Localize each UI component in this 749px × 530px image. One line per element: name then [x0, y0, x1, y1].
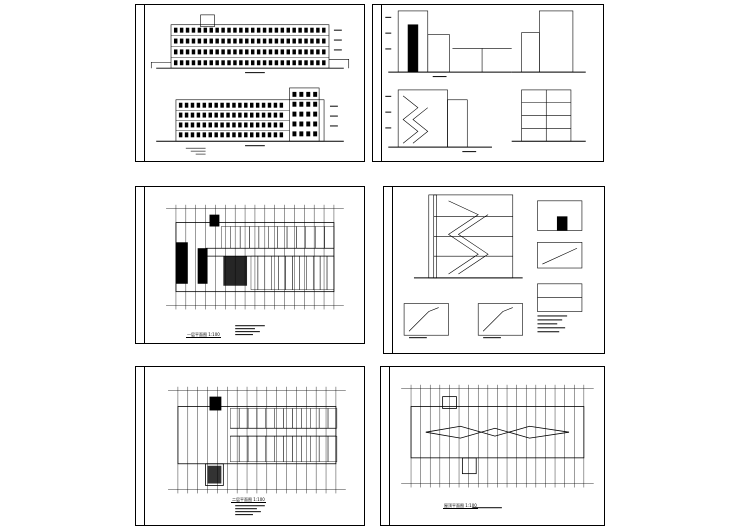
roof-plan-drawing [401, 384, 594, 509]
ground-floor-plan-drawing [166, 204, 344, 336]
sheet-title-strip [384, 187, 393, 353]
second-floor-plan-drawing [168, 386, 346, 516]
sheet-title-strip [373, 5, 382, 161]
drawing-sheet-elevations [135, 4, 365, 162]
drawing-sheet-roof-plan: 屋顶平面图 1:100 [380, 366, 605, 526]
stair-detail-drawings [403, 194, 583, 339]
sheet-caption: 二层平面图 1:100 [231, 497, 266, 503]
sheet-title-strip [136, 5, 145, 161]
section-drawings [385, 10, 586, 153]
elevation-drawings [150, 14, 350, 155]
drawing-sheet-stair-details [383, 186, 605, 354]
drawing-sheet-sections [372, 4, 604, 162]
drawing-sheet-second-floor-plan: 二层平面图 1:100 [135, 366, 365, 526]
sheet-caption: 屋顶平面图 1:100 [443, 503, 478, 509]
sheet-caption: 一层平面图 1:100 [186, 332, 221, 338]
sheet-title-strip [381, 367, 390, 525]
drawing-sheet-ground-floor-plan: 一层平面图 1:100 [135, 186, 365, 344]
sheet-title-strip [136, 187, 145, 343]
sheet-title-strip [136, 367, 145, 525]
